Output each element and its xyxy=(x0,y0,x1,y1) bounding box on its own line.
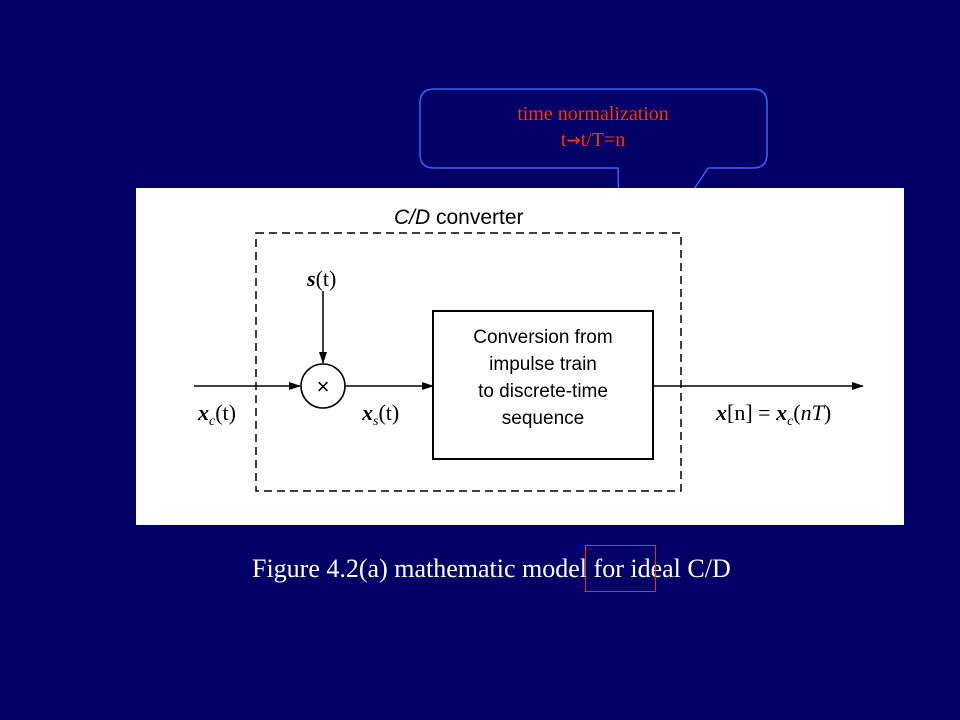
right-arrow-icon: → xyxy=(566,131,581,151)
output-label: x[n] = xc(nT) xyxy=(715,400,831,429)
callout-formula: t/T=n xyxy=(580,129,626,151)
sampling-label: s(t) xyxy=(306,266,336,291)
callout-line-1: time normalization xyxy=(517,103,669,125)
converter-title-cd: C/D xyxy=(394,206,430,229)
figure-caption: Figure 4.2(a) mathematic model for ideal… xyxy=(252,556,731,582)
cd-converter-diagram: C/D converter × Conversion from impulse … xyxy=(194,206,864,492)
callout-line-2: t→t/T=n xyxy=(420,127,766,154)
caption-prefix: Figure 4.2(a) mathematic xyxy=(252,554,523,583)
converter-boundary xyxy=(255,232,682,492)
block-line-4: sequence xyxy=(502,408,584,429)
diagram-panel: C/D converter × Conversion from impulse … xyxy=(136,188,904,525)
block-line-1: Conversion from xyxy=(473,327,612,348)
conversion-block xyxy=(432,310,654,460)
input-label: xc(t) xyxy=(197,400,236,429)
sampled-label: xs(t) xyxy=(361,400,399,429)
caption-suffix: for ideal C/D xyxy=(587,554,731,583)
converter-title: C/D converter xyxy=(394,206,524,229)
highlight-box xyxy=(585,545,656,592)
converter-title-rest: converter xyxy=(430,206,523,229)
block-line-3: to discrete-time xyxy=(478,381,608,402)
block-line-2: impulse train xyxy=(489,354,597,375)
multiplier-symbol: × xyxy=(317,374,330,399)
caption-highlighted-word: model xyxy=(522,554,588,583)
callout-text: time normalization t→t/T=n xyxy=(420,101,766,154)
callout-t: t xyxy=(560,129,567,151)
